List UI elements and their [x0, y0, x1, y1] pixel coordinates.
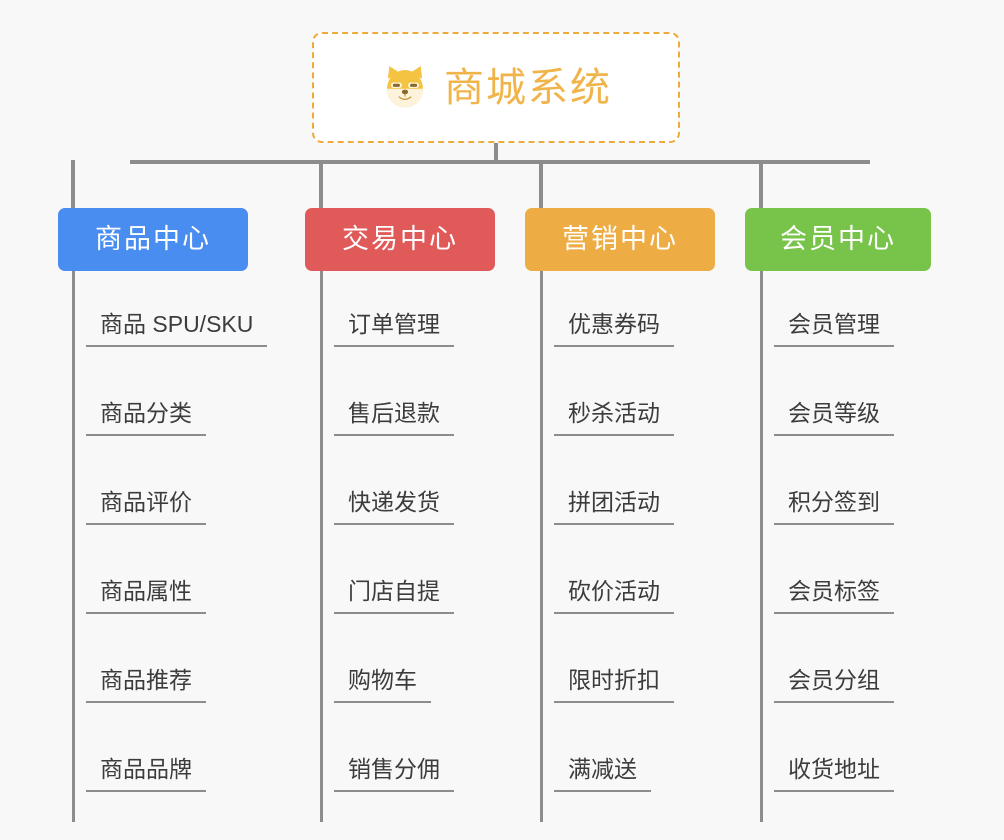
leaf-label: 拼团活动: [568, 488, 660, 515]
connector-drop-3: [539, 160, 543, 208]
root-node-shop-system[interactable]: 商城系统: [312, 32, 680, 143]
leaf-underline: 收货地址: [774, 755, 894, 792]
column-spine: [760, 271, 763, 822]
leaf-underline: 满减送: [554, 755, 651, 792]
leaf-underline: 购物车: [334, 666, 431, 703]
leaf-label: 销售分佣: [348, 755, 440, 782]
leaf-underline: 商品品牌: [86, 755, 206, 792]
leaf-node[interactable]: 商品推荐: [72, 627, 206, 703]
leaf-label: 会员管理: [788, 310, 880, 337]
leaf-label: 限时折扣: [568, 666, 660, 693]
category-label: 交易中心: [342, 224, 458, 254]
leaf-underline: 会员标签: [774, 577, 894, 614]
category-label: 营销中心: [562, 224, 678, 254]
connector-drop-1: [71, 160, 75, 208]
leaf-label: 满减送: [568, 755, 637, 782]
leaf-node[interactable]: 销售分佣: [320, 716, 454, 792]
leaf-node[interactable]: 拼团活动: [540, 449, 674, 525]
category-box-3[interactable]: 营销中心: [525, 208, 715, 271]
leaf-underline: 会员分组: [774, 666, 894, 703]
leaf-underline: 会员等级: [774, 399, 894, 436]
leaf-node[interactable]: 商品品牌: [72, 716, 206, 792]
leaf-node[interactable]: 订单管理: [320, 271, 454, 347]
leaf-underline: 秒杀活动: [554, 399, 674, 436]
category-label: 商品中心: [95, 224, 211, 254]
leaf-label: 商品 SPU/SKU: [100, 310, 254, 337]
leaf-label: 积分签到: [788, 488, 880, 515]
column-spine: [320, 271, 323, 822]
leaf-node[interactable]: 砍价活动: [540, 538, 674, 614]
leaf-underline: 订单管理: [334, 310, 454, 347]
leaf-node[interactable]: 会员等级: [760, 360, 894, 436]
leaf-label: 会员分组: [788, 666, 880, 693]
leaf-node[interactable]: 秒杀活动: [540, 360, 674, 436]
connector-horizontal-bus: [130, 160, 870, 164]
leaf-underline: 商品评价: [86, 488, 206, 525]
connector-drop-2: [319, 160, 323, 208]
leaf-label: 门店自提: [348, 577, 440, 604]
leaf-node[interactable]: 商品属性: [72, 538, 206, 614]
leaf-node[interactable]: 售后退款: [320, 360, 454, 436]
leaf-label: 商品属性: [100, 577, 192, 604]
leaf-label: 订单管理: [348, 310, 440, 337]
leaf-underline: 优惠券码: [554, 310, 674, 347]
leaf-underline: 积分签到: [774, 488, 894, 525]
leaf-underline: 拼团活动: [554, 488, 674, 525]
leaf-underline: 销售分佣: [334, 755, 454, 792]
leaf-node[interactable]: 会员分组: [760, 627, 894, 703]
leaf-underline: 商品分类: [86, 399, 206, 436]
leaf-node[interactable]: 优惠券码: [540, 271, 674, 347]
leaf-node[interactable]: 满减送: [540, 716, 651, 792]
connector-drop-4: [759, 160, 763, 208]
category-box-4[interactable]: 会员中心: [745, 208, 931, 271]
leaf-label: 商品分类: [100, 399, 192, 426]
leaf-underline: 商品 SPU/SKU: [86, 310, 268, 347]
leaf-label: 快递发货: [348, 488, 440, 515]
category-box-2[interactable]: 交易中心: [305, 208, 495, 271]
leaf-node[interactable]: 商品分类: [72, 360, 206, 436]
leaf-node[interactable]: 会员管理: [760, 271, 894, 347]
category-label: 会员中心: [780, 224, 896, 254]
leaf-underline: 快递发货: [334, 488, 454, 525]
leaf-underline: 砍价活动: [554, 577, 674, 614]
leaf-label: 商品品牌: [100, 755, 192, 782]
category-box-1[interactable]: 商品中心: [58, 208, 248, 271]
leaf-node[interactable]: 商品评价: [72, 449, 206, 525]
leaf-node[interactable]: 收货地址: [760, 716, 894, 792]
leaf-label: 秒杀活动: [568, 399, 660, 426]
connector-root-stem: [494, 143, 498, 162]
leaf-node[interactable]: 门店自提: [320, 538, 454, 614]
shiba-dog-face-icon: [380, 63, 430, 113]
leaf-label: 商品评价: [100, 488, 192, 515]
leaf-underline: 门店自提: [334, 577, 454, 614]
leaf-label: 砍价活动: [568, 577, 660, 604]
leaf-node[interactable]: 积分签到: [760, 449, 894, 525]
leaf-node[interactable]: 商品 SPU/SKU: [72, 271, 268, 347]
root-node-label: 商城系统: [444, 65, 612, 110]
leaf-label: 购物车: [348, 666, 417, 693]
leaf-label: 商品推荐: [100, 666, 192, 693]
column-spine: [72, 271, 75, 822]
leaf-label: 售后退款: [348, 399, 440, 426]
leaf-underline: 商品属性: [86, 577, 206, 614]
leaf-underline: 售后退款: [334, 399, 454, 436]
leaf-label: 收货地址: [788, 755, 880, 782]
column-spine: [540, 271, 543, 822]
leaf-underline: 限时折扣: [554, 666, 674, 703]
leaf-node[interactable]: 快递发货: [320, 449, 454, 525]
leaf-underline: 会员管理: [774, 310, 894, 347]
leaf-label: 会员标签: [788, 577, 880, 604]
leaf-label: 优惠券码: [568, 310, 660, 337]
leaf-label: 会员等级: [788, 399, 880, 426]
leaf-underline: 商品推荐: [86, 666, 206, 703]
leaf-node[interactable]: 限时折扣: [540, 627, 674, 703]
leaf-node[interactable]: 购物车: [320, 627, 431, 703]
leaf-node[interactable]: 会员标签: [760, 538, 894, 614]
